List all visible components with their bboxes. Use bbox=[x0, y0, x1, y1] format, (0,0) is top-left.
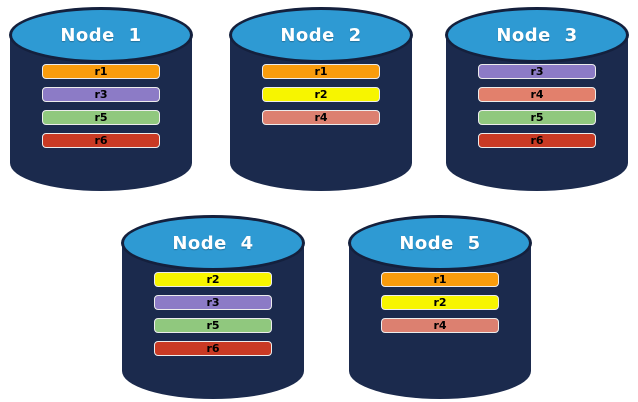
cylinder-top: Node 2 bbox=[229, 7, 413, 63]
node-cylinder-2: Node 2 r1 r2 r4 bbox=[229, 7, 413, 193]
node-title: Node 4 bbox=[172, 232, 254, 254]
cylinder-top: Node 1 bbox=[9, 7, 193, 63]
replica-bar: r3 bbox=[42, 87, 160, 102]
replica-list: r1 r2 r4 bbox=[381, 272, 499, 333]
replica-bar: r5 bbox=[154, 318, 272, 333]
replica-list: r1 r2 r4 bbox=[262, 64, 380, 125]
replica-bar: r5 bbox=[42, 110, 160, 125]
node-title: Node 3 bbox=[496, 24, 578, 46]
node-cylinder-5: Node 5 r1 r2 r4 bbox=[348, 215, 532, 401]
replica-bar: r5 bbox=[478, 110, 596, 125]
node-title: Node 2 bbox=[280, 24, 362, 46]
replica-bar: r6 bbox=[478, 133, 596, 148]
replica-bar: r6 bbox=[154, 341, 272, 356]
replica-bar: r3 bbox=[154, 295, 272, 310]
replica-list: r2 r3 r5 r6 bbox=[154, 272, 272, 356]
replica-bar: r1 bbox=[42, 64, 160, 79]
replica-bar: r2 bbox=[381, 295, 499, 310]
replica-list: r3 r4 r5 r6 bbox=[478, 64, 596, 148]
replica-bar: r2 bbox=[154, 272, 272, 287]
cylinder-top: Node 4 bbox=[121, 215, 305, 271]
node-title: Node 1 bbox=[60, 24, 142, 46]
node-cylinder-1: Node 1 r1 r3 r5 r6 bbox=[9, 7, 193, 193]
replica-bar: r3 bbox=[478, 64, 596, 79]
node-title: Node 5 bbox=[399, 232, 481, 254]
replica-bar: r1 bbox=[262, 64, 380, 79]
replica-bar: r4 bbox=[478, 87, 596, 102]
node-cylinder-4: Node 4 r2 r3 r5 r6 bbox=[121, 215, 305, 401]
replica-bar: r4 bbox=[381, 318, 499, 333]
replica-bar: r6 bbox=[42, 133, 160, 148]
node-cylinder-3: Node 3 r3 r4 r5 r6 bbox=[445, 7, 629, 193]
replica-list: r1 r3 r5 r6 bbox=[42, 64, 160, 148]
cylinder-top: Node 5 bbox=[348, 215, 532, 271]
cylinder-top: Node 3 bbox=[445, 7, 629, 63]
replica-bar: r1 bbox=[381, 272, 499, 287]
replica-bar: r2 bbox=[262, 87, 380, 102]
replica-bar: r4 bbox=[262, 110, 380, 125]
